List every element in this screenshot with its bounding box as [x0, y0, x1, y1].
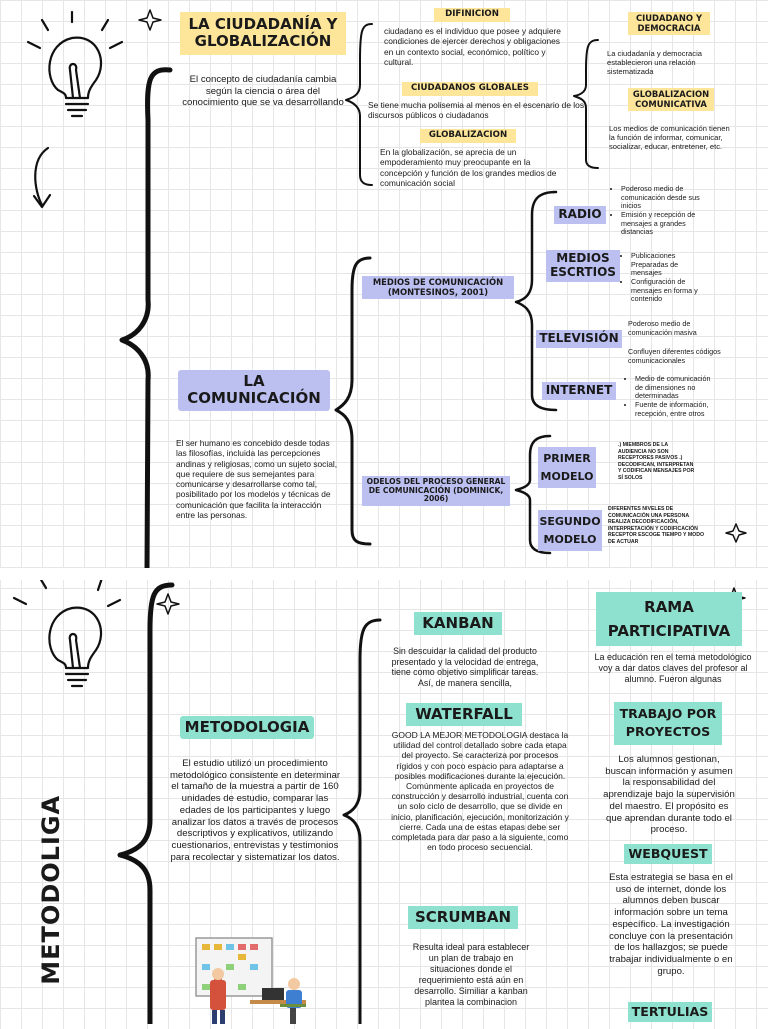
kanban-label: KANBAN: [414, 612, 502, 636]
trabajo-proyectos-label: TRABAJO POR PROYECTOS: [614, 702, 722, 745]
scrumban-label: SCRUMBAN: [408, 906, 518, 930]
radio-item: Emisión y recepción de mensajes a grande…: [621, 210, 704, 237]
radio-item: Poderoso medio de comunicación desde sus…: [621, 184, 704, 211]
internet-item: Fuente de información, recepción, entre …: [635, 400, 720, 418]
modelos-label: ODELOS DEL PROCESO GENERAL DE COMUNICACI…: [362, 476, 510, 507]
globalizacion-comunicativa-text: Los medios de comunicación tienen la fun…: [609, 124, 730, 152]
globalizacion-label: GLOBALIZACION: [420, 129, 516, 143]
internet-label: INTERNET: [542, 382, 616, 400]
ciudadanos-globales-label: CIUDADANOS GLOBALES: [402, 82, 538, 96]
primer-modelo-text: .) MIEMBROS DE LA AUDIENCIA NO SON RECEP…: [618, 442, 695, 481]
television-label: TELEVISIÓN: [536, 330, 622, 348]
scrumban-text: Resulta ideal para establecer un plan de…: [412, 942, 530, 1007]
escritos-label: MEDIOS ESCRTIOS: [546, 250, 620, 282]
globalizacion-comunicativa-label: GLOBALIZACION COMUNICATIVA: [628, 88, 714, 112]
definicion-label: DIFINICION: [434, 8, 510, 22]
escritos-list: Publicaciones Preparadas de mensajes Con…: [622, 251, 710, 304]
television-text-1: Poderoso medio de comunicación masiva: [628, 319, 697, 337]
definicion-text: ciudadano es el individuo que posee y ad…: [384, 26, 561, 67]
television-text-2: Confluyen diferentes códigos comunicacio…: [628, 347, 721, 365]
waterfall-label: WATERFALL: [406, 703, 522, 727]
segundo-modelo-label: SEGUNDO MODELO: [538, 510, 602, 552]
medios-label: MEDIOS DE COMUNICACIÓN (MONTESINOS, 2001…: [362, 276, 514, 300]
vertical-title: METODOLIGA: [37, 794, 66, 985]
tertulias-label: TERTULIAS: [628, 1002, 712, 1023]
globalizacion-text: En la globalización, se aprecia de un em…: [380, 147, 557, 188]
metodologia-intro: El estudio utilizó un procedimiento meto…: [169, 758, 341, 863]
ciudadania-title: LA CIUDADANÍA Y GLOBALIZACIÓN: [180, 12, 346, 55]
waterfall-text: GOOD LA MEJOR METODOLOGIA destaca la uti…: [391, 730, 569, 853]
metodologia-title: METODOLOGIA: [180, 716, 314, 740]
escritos-item: Configuración de mensajes en forma y con…: [631, 277, 710, 304]
radio-list: Poderoso medio de comunicación desde sus…: [612, 184, 704, 237]
internet-item: Medio de comunicación de dimensiones no …: [635, 374, 720, 401]
webquest-text: Esta estrategia se basa en el uso de int…: [609, 872, 733, 977]
comunicacion-title: LA COMUNICACIÓN: [178, 370, 330, 411]
ciudadania-intro: El concepto de ciudadanía cambia según l…: [182, 74, 344, 109]
escritos-item: Publicaciones Preparadas de mensajes: [631, 251, 710, 278]
rama-participativa-label: RAMA PARTICIPATIVA: [596, 592, 742, 646]
webquest-label: WEBQUEST: [624, 844, 712, 865]
kanban-board-illustration: [190, 936, 320, 1024]
trabajo-proyectos-text: Los alumnos gestionan, buscan informació…: [603, 754, 735, 836]
segundo-modelo-text: DIFERENTES NIVELES DE COMUNICACIÓN UNA P…: [608, 506, 704, 545]
ciudadanos-globales-text: Se tiene mucha polisemia al menos en el …: [368, 100, 585, 121]
internet-list: Medio de comunicación de dimensiones no …: [626, 374, 720, 418]
kanban-text: Sin descuidar la calidad del producto pr…: [391, 646, 539, 689]
section-divider: [0, 568, 768, 580]
rama-participativa-text: La educación ren el tema metodológico vo…: [594, 652, 752, 684]
comunicacion-intro: El ser humano es concebido desde todas l…: [176, 438, 338, 520]
ciudadano-democracia-text: La ciudadanía y democracia establecieron…: [607, 49, 702, 77]
primer-modelo-label: PRIMER MODELO: [538, 447, 596, 489]
radio-label: RADIO: [554, 206, 606, 224]
ciudadano-democracia-label: CIUDADANO Y DEMOCRACIA: [628, 12, 710, 36]
